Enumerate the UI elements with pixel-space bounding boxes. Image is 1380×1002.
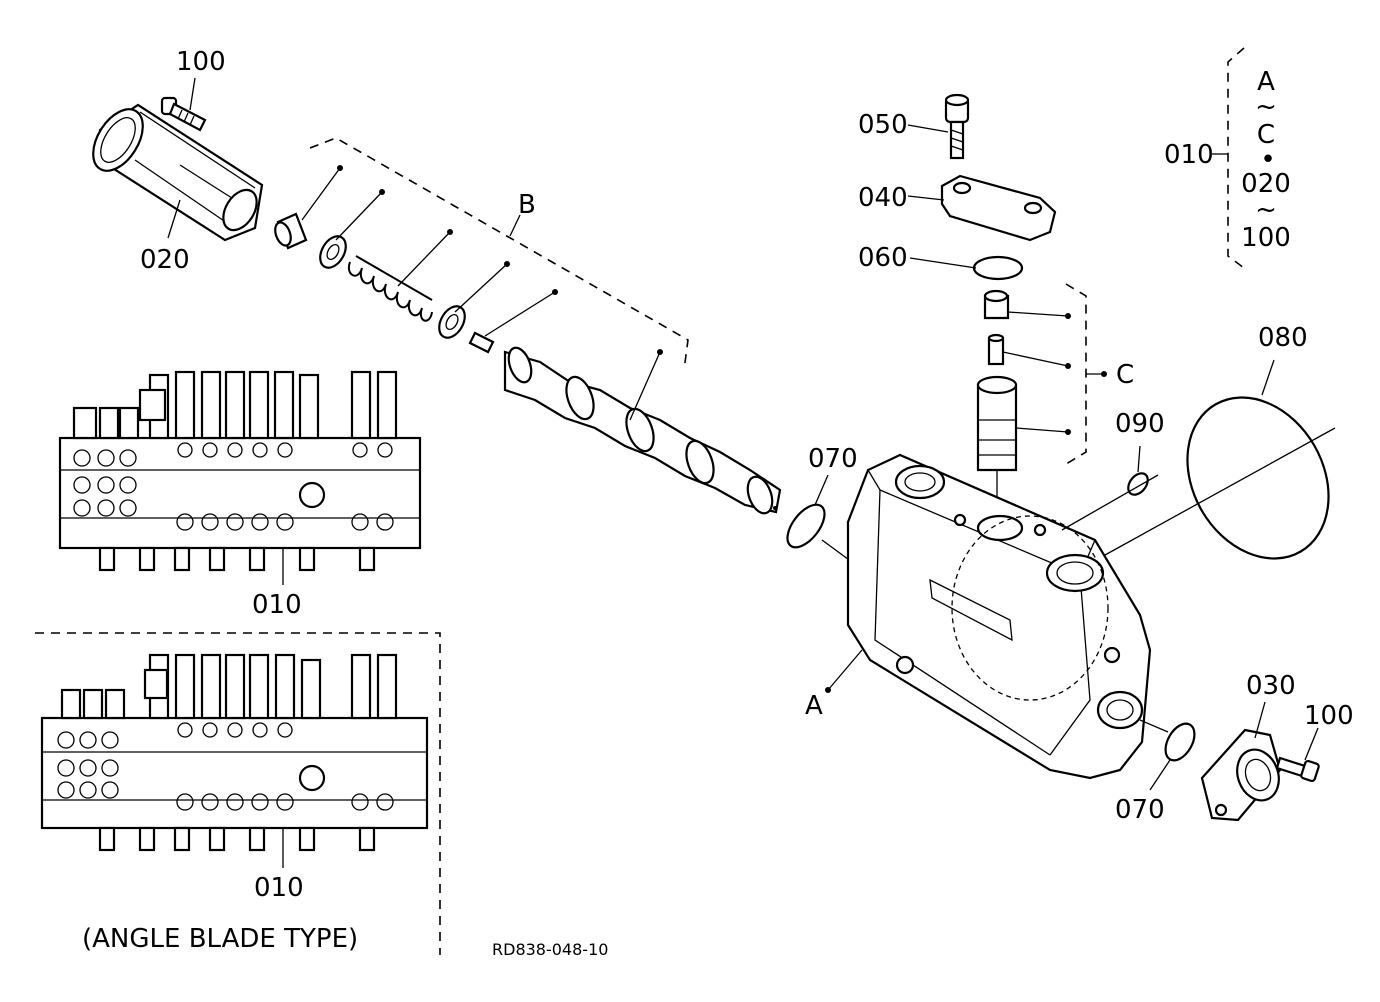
label-ref-b: B: [518, 190, 536, 220]
legend-line: C: [1257, 120, 1275, 150]
label-040: 040: [858, 183, 908, 213]
label-ref-a: A: [805, 691, 823, 721]
legend-line: ~: [1255, 195, 1277, 225]
legend-line: ~: [1255, 92, 1277, 122]
label-010-angle: 010: [254, 873, 304, 903]
label-100-right: 100: [1304, 701, 1354, 731]
part-020-housing: [92, 103, 264, 242]
label-030: 030: [1246, 671, 1296, 701]
valve-body-a: [846, 453, 1152, 780]
label-070-left: 070: [808, 444, 858, 474]
label-050: 050: [858, 110, 908, 140]
label-010-main: 010: [252, 590, 302, 620]
label-090: 090: [1115, 409, 1165, 439]
label-100-top: 100: [176, 47, 226, 77]
legend-line: 020: [1241, 169, 1291, 199]
legend-line: 100: [1241, 223, 1291, 253]
part-100-bolt-right: [1275, 756, 1320, 783]
legend-line: A: [1257, 67, 1275, 97]
part-030-flange: [1200, 728, 1282, 822]
part-040-cover: [940, 174, 1057, 242]
legend-line: •: [1260, 145, 1275, 175]
label-060: 060: [858, 243, 908, 273]
spool-group-b: [274, 212, 782, 515]
label-angle-blade-type: (ANGLE BLADE TYPE): [82, 924, 358, 954]
group-c-parts: [976, 289, 1018, 520]
label-080: 080: [1258, 323, 1308, 353]
label-ref-c: C: [1116, 360, 1134, 390]
part-100-bolt-top: [160, 96, 207, 132]
valve-assembly-standard: [58, 370, 422, 572]
legend-assembly-label: 010: [1164, 140, 1214, 170]
legend-range-list: A ~ C • 020 ~ 100: [1241, 67, 1291, 253]
label-020: 020: [140, 245, 190, 275]
valve-assembly-angle-blade: [40, 653, 429, 852]
part-050-bolt: [944, 93, 970, 160]
label-070-right: 070: [1115, 795, 1165, 825]
drawing-number: RD838-048-10: [492, 940, 608, 959]
